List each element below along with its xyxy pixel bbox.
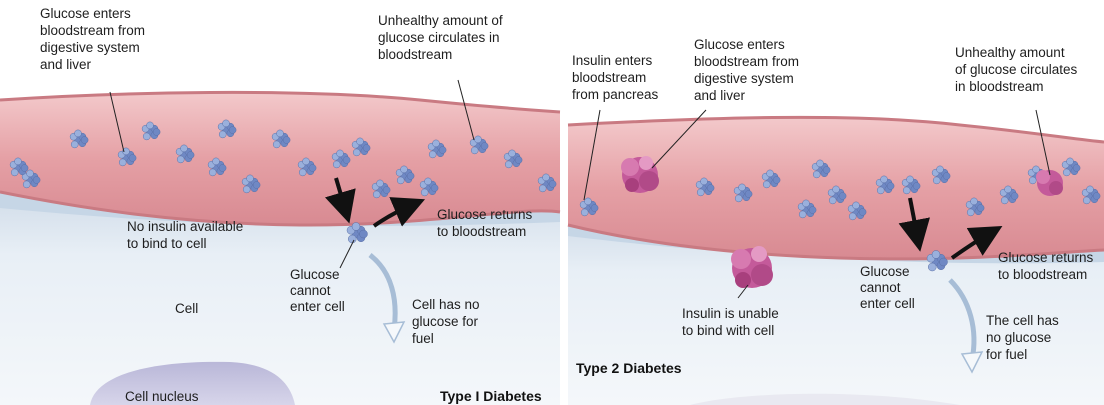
label-line: digestive system (40, 40, 140, 55)
label-cell: Cell (175, 301, 198, 316)
label-line: Glucose enters (694, 37, 785, 52)
panel-divider (562, 0, 568, 405)
label-line: Insulin enters (572, 53, 653, 68)
label-line: enter cell (860, 296, 915, 311)
label-line: in bloodstream (955, 79, 1044, 94)
label-line: Unhealthy amount of (378, 13, 503, 28)
label-line: for fuel (986, 347, 1027, 362)
label-glucose-enters: Glucose enters bloodstream from digestiv… (40, 6, 149, 72)
panel-title-type2: Type 2 Diabetes (576, 360, 682, 376)
label-line: Glucose returns (998, 250, 1094, 265)
label-line: glucose circulates in (378, 30, 500, 45)
label-unhealthy: Unhealthy amount of glucose circulates i… (955, 45, 1081, 94)
label-line: enter cell (290, 299, 345, 314)
label-line: cannot (290, 283, 331, 298)
label-line: of glucose circulates (955, 62, 1078, 77)
label-unhealthy: Unhealthy amount of glucose circulates i… (378, 13, 506, 62)
label-line: to bind to cell (127, 236, 207, 251)
label-line: Glucose (290, 267, 340, 282)
label-line: bloodstream from (40, 23, 145, 38)
label-glucose-enters: Glucose enters bloodstream from digestiv… (694, 37, 803, 103)
panel-type2: Insulin enters bloodstream from pancreas… (568, 37, 1104, 405)
label-line: digestive system (694, 71, 794, 86)
label-insulin-enters: Insulin enters bloodstream from pancreas (572, 53, 659, 102)
panel-type1: Glucose enters bloodstream from digestiv… (0, 6, 560, 405)
label-line: Glucose enters (40, 6, 131, 21)
label-line: glucose for (412, 314, 479, 329)
panel-title-type1: Type I Diabetes (440, 388, 542, 404)
label-line: Glucose returns (437, 207, 533, 222)
label-line: bloodstream (572, 70, 646, 85)
label-line: and liver (40, 57, 92, 72)
label-line: Insulin is unable (682, 306, 779, 321)
label-line: fuel (412, 331, 434, 346)
label-line: to bloodstream (998, 267, 1087, 282)
label-line: Cell has no (412, 297, 480, 312)
label-line: from pancreas (572, 87, 659, 102)
label-line: and liver (694, 88, 746, 103)
label-cell-nucleus: Cell nucleus (125, 389, 199, 404)
label-line: No insulin available (127, 219, 243, 234)
label-line: cannot (860, 280, 901, 295)
blood-vessel (0, 92, 560, 225)
label-line: to bind with cell (682, 323, 774, 338)
label-line: no glucose (986, 330, 1051, 345)
label-line: bloodstream (378, 47, 452, 62)
label-line: Unhealthy amount (955, 45, 1065, 60)
label-line: The cell has (986, 313, 1059, 328)
label-line: to bloodstream (437, 224, 526, 239)
label-line: bloodstream from (694, 54, 799, 69)
insulin-molecule-cell (731, 246, 773, 288)
label-line: Glucose (860, 264, 910, 279)
